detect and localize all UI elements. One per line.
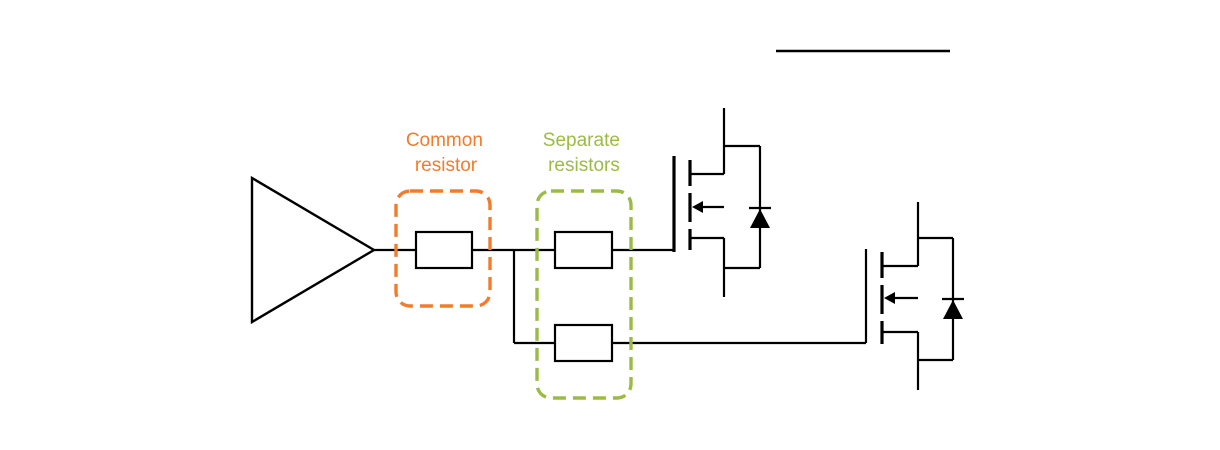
common-resistor <box>414 230 474 270</box>
driver-amplifier-icon <box>250 175 377 325</box>
mosfet-2-icon <box>864 202 964 390</box>
separate-label-line2: resistors <box>548 155 620 176</box>
separate-resistors-label: Separate resistors <box>543 130 625 176</box>
separate-resistor-1 <box>553 230 614 270</box>
separate-label-line1: Separate <box>543 130 620 151</box>
common-label-line1: Common <box>406 130 483 151</box>
common-resistor-group-box <box>394 189 492 308</box>
wires <box>374 248 866 345</box>
common-resistor-label: Common resistor <box>406 130 488 176</box>
common-label-line2: resistor <box>415 155 478 176</box>
separate-resistors-group-box <box>535 189 633 400</box>
mosfet-1-icon <box>645 108 771 297</box>
separate-resistor-2 <box>553 323 614 363</box>
